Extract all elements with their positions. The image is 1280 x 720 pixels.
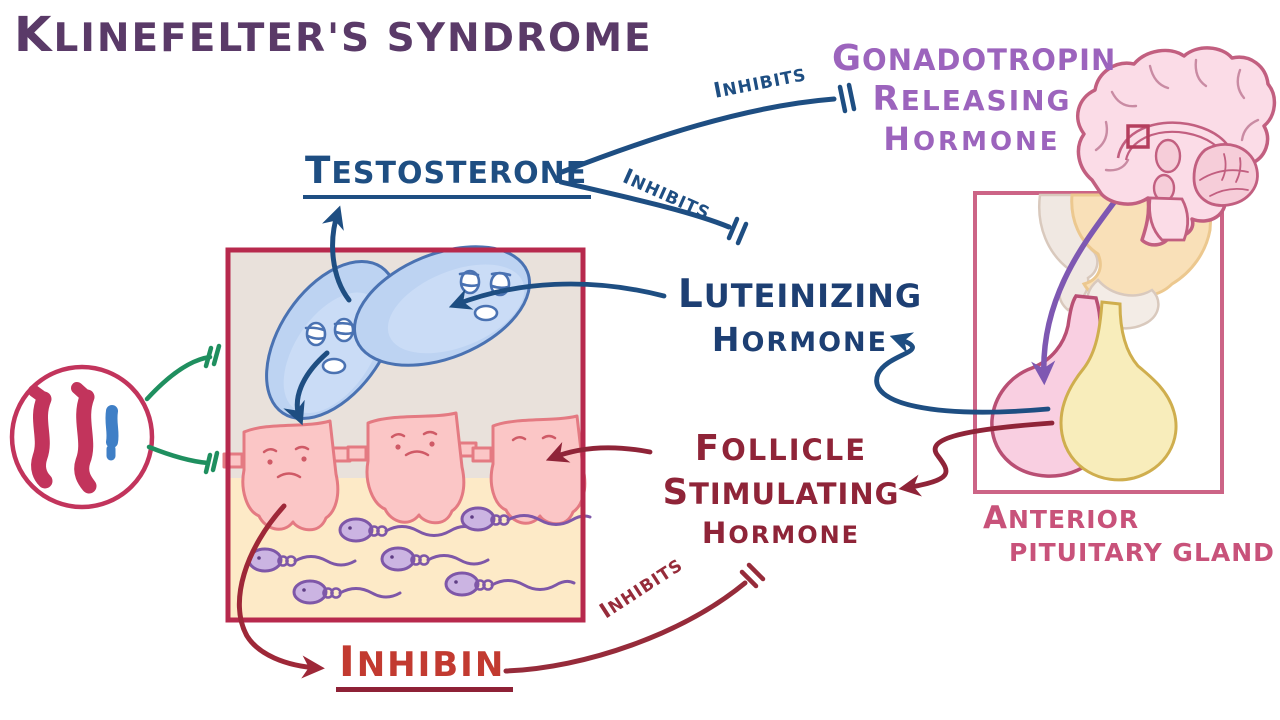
- hormone-arrows: [236, 82, 1055, 679]
- hypothalamus-highlight-square: [1126, 124, 1150, 149]
- fsh-line2: STIMULATING: [662, 472, 900, 514]
- anterior-pituitary-caption: ANTERIOR PITUITARY GLAND: [983, 502, 1275, 566]
- posterior-pituitary-lobe: [1059, 300, 1178, 482]
- testis-box-illustration: [222, 245, 592, 623]
- anterior-pituitary-line1: ANTERIOR: [983, 500, 1140, 536]
- gnrh-label: GONADOTROPIN RELEASING HORMONE: [832, 38, 1117, 158]
- gnrh-line2: RELEASING: [872, 79, 1072, 120]
- gnrh-line3: HORMONE: [883, 122, 1061, 158]
- lh-line1: LUTEINIZING: [677, 272, 923, 317]
- anterior-pituitary-line2: PITUITARY GLAND: [1009, 537, 1275, 567]
- testosterone-label: TESTOSTERONE: [303, 151, 592, 200]
- lh-line2: HORMONE: [711, 319, 889, 359]
- inhibin-label: INHIBIN: [336, 640, 514, 693]
- fsh-line3: HORMONE: [701, 516, 861, 551]
- sperm-cells: [247, 506, 592, 605]
- hypothalamus-arrow: [1031, 194, 1121, 386]
- chromosome-inhibition-arrows: [144, 343, 222, 475]
- xxy-chromosomes-illustration: [9, 364, 155, 510]
- page-title: KLINEFELTER'S SYNDROME: [14, 7, 653, 63]
- fsh-line1: FOLLICLE: [694, 428, 868, 469]
- pituitary-box-illustration: [973, 191, 1224, 494]
- brain-illustration: [1075, 46, 1277, 247]
- gnrh-line1: GONADOTROPIN: [832, 38, 1117, 79]
- luteinizing-hormone-label: LUTEINIZING HORMONE: [662, 274, 938, 358]
- fsh-label: FOLLICLE STIMULATING HORMONE: [640, 430, 922, 549]
